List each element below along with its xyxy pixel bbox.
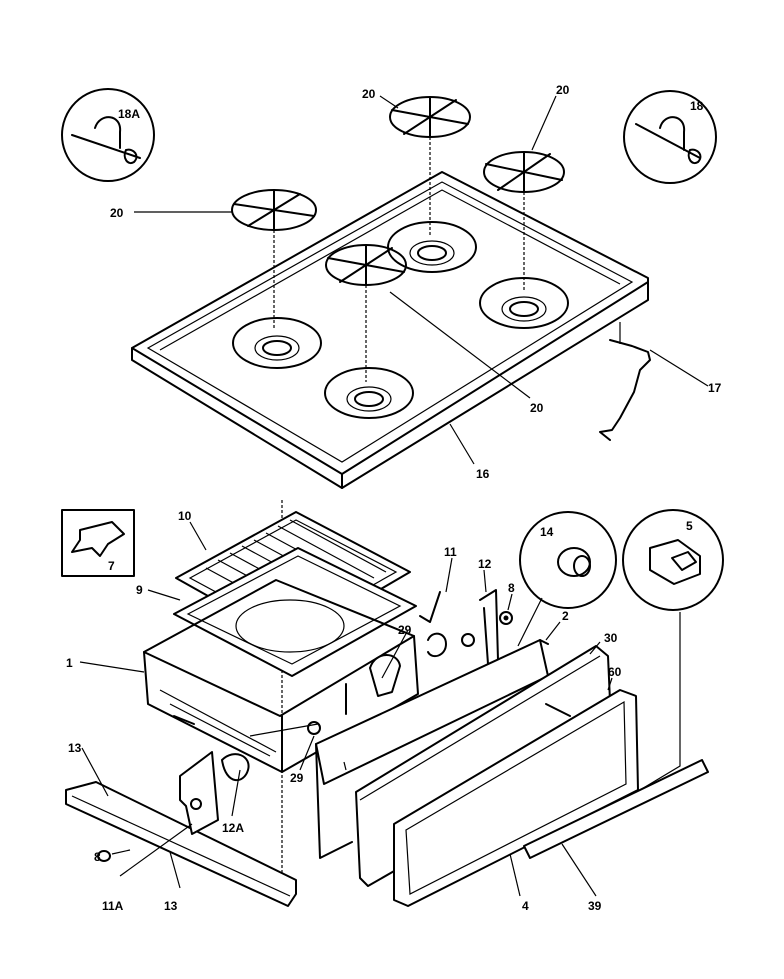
callout-20-right: 20 bbox=[556, 83, 570, 97]
callout-8-top: 8 bbox=[508, 581, 515, 595]
burner-bowl-rear-center bbox=[387, 221, 477, 273]
callout-20-rear: 20 bbox=[362, 87, 376, 101]
callout-11: 11 bbox=[444, 545, 457, 559]
grate-left bbox=[231, 189, 317, 231]
callout-2: 2 bbox=[562, 609, 569, 623]
callout-12a: 12A bbox=[222, 821, 244, 835]
burner-bowl-front-left bbox=[232, 317, 322, 369]
callout-17: 17 bbox=[708, 381, 722, 395]
screws bbox=[173, 683, 571, 725]
callout-14: 14 bbox=[540, 525, 554, 539]
cooktop-panel bbox=[131, 171, 649, 489]
callout-8-bottom: 8 bbox=[94, 850, 101, 864]
detail-18a bbox=[61, 88, 155, 182]
detail-7 bbox=[61, 509, 135, 577]
callout-18a: 18A bbox=[118, 107, 140, 121]
callout-30: 30 bbox=[604, 631, 618, 645]
callout-60: 60 bbox=[608, 665, 622, 679]
side-bracket bbox=[179, 751, 250, 835]
detail-5 bbox=[622, 509, 724, 611]
callout-20-front: 20 bbox=[530, 401, 544, 415]
broiler-drawer-1 bbox=[143, 579, 419, 773]
burner-bowl-right bbox=[479, 277, 569, 329]
callout-13-top: 13 bbox=[68, 741, 82, 755]
callout-39: 39 bbox=[588, 899, 602, 913]
grate-right bbox=[483, 151, 565, 193]
burner-bowl-front-center bbox=[324, 367, 414, 419]
wire-bracket-17 bbox=[599, 322, 651, 441]
callout-7: 7 bbox=[108, 559, 115, 573]
leader-lines bbox=[79, 95, 709, 897]
callout-labels: 20 20 20 20 18A 18 17 16 10 9 7 1 11 12 … bbox=[66, 83, 722, 913]
grate-rear-center bbox=[389, 96, 471, 138]
callout-18: 18 bbox=[690, 99, 704, 113]
callout-5: 5 bbox=[686, 519, 693, 533]
rail-13 bbox=[65, 781, 297, 907]
callout-29-top: 29 bbox=[398, 623, 412, 637]
callout-10: 10 bbox=[178, 509, 192, 523]
callout-13-bottom: 13 bbox=[164, 899, 178, 913]
callout-16: 16 bbox=[476, 467, 490, 481]
nut-29 bbox=[307, 721, 321, 735]
callout-9: 9 bbox=[136, 583, 143, 597]
detail-14 bbox=[519, 511, 617, 609]
callout-11a: 11A bbox=[102, 899, 124, 913]
callout-12: 12 bbox=[478, 557, 492, 571]
callout-29-bottom: 29 bbox=[290, 771, 304, 785]
callout-1: 1 bbox=[66, 656, 73, 670]
nut-8-top bbox=[499, 611, 513, 625]
callout-20-left: 20 bbox=[110, 206, 124, 220]
callout-4: 4 bbox=[522, 899, 529, 913]
nut-8-bottom bbox=[97, 850, 111, 862]
broiler-pan-9 bbox=[173, 547, 417, 677]
detail-18 bbox=[623, 90, 717, 184]
